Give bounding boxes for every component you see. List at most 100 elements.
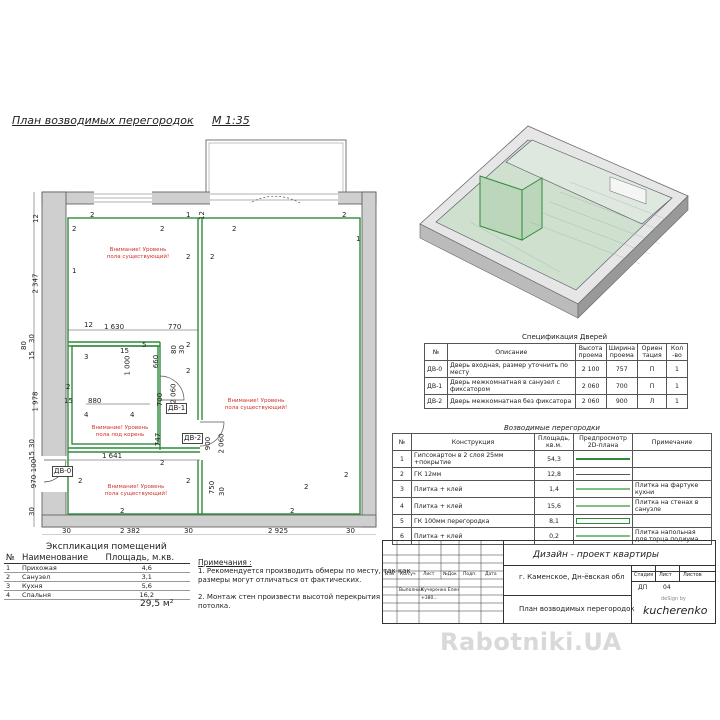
dimension-lines — [33, 192, 376, 535]
table-cell: 1 — [392, 450, 412, 468]
table-row: 4 Плитка + клей 15,6 Плитка на стенах в … — [392, 497, 712, 515]
dim-900: 900 — [204, 436, 213, 451]
table-cell — [632, 450, 712, 468]
stamp-col: Подп. — [463, 572, 477, 577]
table-cell: 3 — [392, 480, 412, 498]
table-cell: 2 060 — [574, 394, 607, 409]
preview-line — [573, 467, 633, 481]
table-cell: 5,6 — [103, 581, 190, 591]
table-row: 2 ГК 12мм 12,8 — [392, 467, 712, 481]
table-row: ДВ-1 Дверь межкомнатная в санузел с фикс… — [424, 377, 688, 395]
table-header: Примечание — [632, 433, 712, 451]
stamp-phone: +380... — [421, 596, 438, 601]
table-cell: Прихожая — [20, 563, 104, 573]
table-cell — [632, 467, 712, 481]
stamp-project: Дизайн - проект квартиры — [533, 550, 659, 560]
dim-12c: 12 — [197, 211, 206, 220]
table-cell: 4,6 — [103, 563, 190, 573]
table-header: Высота проема — [574, 343, 607, 361]
table-cell: Плитка на стенах в санузле — [632, 497, 712, 515]
dim-80: 80 — [19, 341, 28, 350]
table-header: Площадь, м.кв. — [103, 553, 190, 564]
partitions — [67, 217, 361, 515]
dim-15d: 15 — [64, 397, 73, 405]
table-cell: Плитка + клей — [411, 497, 535, 515]
floor-note-1: Внимание! Уровень пола существующий! — [106, 247, 170, 261]
callout-mark: 2 — [186, 477, 191, 485]
explication-total: 29,5 м² — [140, 599, 174, 609]
callout-mark: 2 — [186, 367, 191, 375]
table-cell: 3 — [4, 581, 20, 591]
table-cell: Дверь межкомнатная без фиксатора — [447, 394, 576, 409]
table-header: № — [4, 553, 20, 564]
table-cell: 1 — [4, 563, 20, 573]
floor-note-2: Внимание! Уровень пола существующий! — [224, 398, 288, 412]
table-cell: 2 100 — [574, 360, 607, 378]
table-cell: ГК 100мм перегородка — [411, 514, 535, 528]
table-cell: 4 — [4, 590, 20, 600]
dim-1978: 1 978 — [31, 391, 40, 412]
table-cell: 8,1 — [534, 514, 574, 528]
callout-mark: 2 — [210, 253, 215, 261]
dim-15: 15 — [27, 351, 36, 360]
table-header: Ширина проема — [605, 343, 639, 361]
stamp-sheet: 04 — [663, 584, 671, 591]
preview-line — [573, 480, 633, 498]
table-cell: 12,8 — [534, 467, 574, 481]
notes-line: потолка. — [198, 602, 231, 610]
callout-mark: 2 — [342, 211, 347, 219]
table-cell: Спальня — [20, 590, 104, 600]
table-cell: ДВ-2 — [424, 394, 448, 409]
stamp-col: Дата — [485, 572, 497, 577]
dim-30b: 30 — [27, 439, 36, 448]
table-cell: Л — [637, 394, 667, 409]
preview-line — [573, 514, 633, 528]
plan-scale: М 1:35 — [212, 114, 250, 127]
callout-mark: 2 — [72, 225, 77, 233]
callout-mark: 3 — [84, 353, 89, 361]
callout-mark: 4 — [130, 411, 135, 419]
table-header: № — [424, 343, 448, 361]
outer-walls — [41, 191, 377, 528]
table-cell: 1 — [666, 377, 688, 395]
table-cell: ДВ-0 — [424, 360, 448, 378]
table-row: ДВ-0 Дверь входная, размер уточнить по м… — [424, 360, 688, 378]
table-cell: 1 — [666, 394, 688, 409]
explication-title: Экспликация помещений — [46, 542, 167, 552]
table-cell: Кухня — [20, 581, 104, 591]
dim-750: 750 — [208, 480, 217, 495]
callout-mark: 1 — [356, 235, 361, 243]
doors-spec-title: Спецификация Дверей — [522, 333, 608, 341]
isometric-3d-view — [419, 125, 689, 319]
table-row: 5 ГК 100мм перегородка 8,1 — [392, 514, 712, 528]
table-header: Описание — [447, 343, 576, 361]
callout-mark: 2 — [66, 383, 71, 391]
dim-30d: 30 — [177, 345, 186, 354]
table-cell: Санузел — [20, 572, 104, 582]
table-row: 3 Плитка + клей 1,4 Плитка на фартуке ку… — [392, 480, 712, 498]
callout-mark: 1 — [186, 211, 191, 219]
doors-spec-table: № Описание Высота проема Ширина проема О… — [424, 343, 688, 409]
callout-mark: 2 — [232, 225, 237, 233]
table-cell: П — [637, 377, 667, 395]
door-tag-dv1: ДВ-1 — [166, 403, 188, 414]
dim-970: 970 — [30, 474, 39, 489]
dim-2382: 2 382 — [120, 527, 141, 535]
table-cell: ГК 12мм — [411, 467, 535, 481]
stamp-col: Кол.уч — [400, 572, 416, 577]
table-cell: П — [637, 360, 667, 378]
partitions-title: Возводимые перегородки — [504, 424, 600, 432]
stamp-author-role: Выполнил — [399, 588, 423, 593]
brand-top: deSign by — [661, 596, 686, 602]
table-cell: 4 — [392, 497, 412, 515]
notes-line: 2. Монтаж стен произвести высотой перекр… — [198, 593, 381, 601]
table-cell: ДВ-1 — [424, 377, 448, 395]
table-cell: 1 — [666, 360, 688, 378]
table-cell: 2 060 — [574, 377, 607, 395]
table-header: Площадь, кв.м. — [534, 433, 574, 451]
callout-mark: 5 — [142, 341, 147, 349]
table-header: Предпросмотр 2D-плана — [573, 433, 633, 451]
